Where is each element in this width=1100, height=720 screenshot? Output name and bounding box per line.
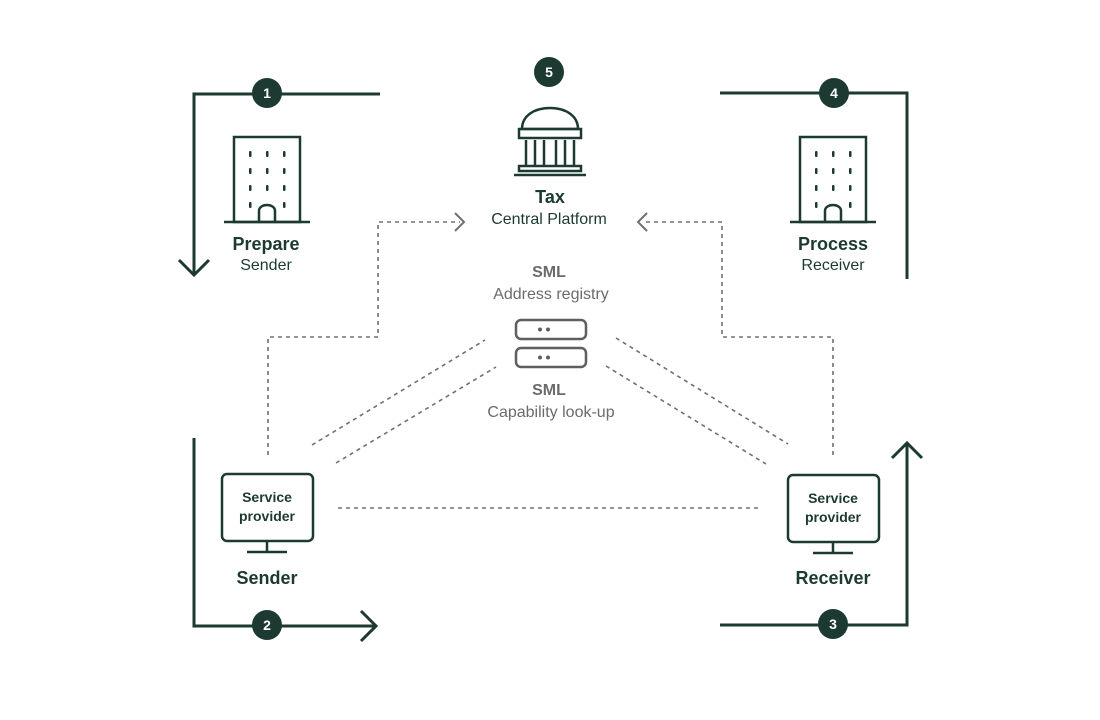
step-1-flow-arrow — [177, 92, 380, 278]
tax-title: Tax — [535, 187, 565, 207]
prepare-subtitle: Sender — [240, 257, 292, 274]
monitor-icon — [220, 472, 315, 554]
prepare-title: Prepare — [232, 234, 300, 254]
office-building-icon — [790, 135, 876, 224]
step-3-flow-arrow — [720, 440, 924, 627]
dashed-arrowhead-left — [454, 212, 466, 232]
government-building-icon — [514, 106, 586, 177]
office-building-icon — [224, 135, 310, 224]
step-badge-1: 1 — [252, 78, 282, 108]
server-icon — [514, 318, 588, 369]
step-badge-2-number: 2 — [263, 617, 271, 633]
receiver-label: Receiver — [795, 568, 871, 588]
step-badge-3-number: 3 — [829, 616, 837, 632]
sender-label: Sender — [236, 568, 298, 588]
sender-to-sml-lower-dashed-line — [335, 366, 497, 464]
sender-screen-line-1: Service — [242, 489, 292, 505]
receiver-to-tax-dashed-line — [642, 221, 834, 455]
step-badge-4: 4 — [819, 78, 849, 108]
process-subtitle: Receiver — [801, 257, 865, 274]
step-badge-3: 3 — [818, 609, 848, 639]
step-badge-5-number: 5 — [545, 64, 553, 80]
step-2-flow-arrow — [192, 438, 379, 643]
sml-capability-title: SML — [532, 382, 566, 399]
sender-to-tax-dashed-line — [267, 221, 460, 455]
step-badge-2: 2 — [252, 610, 282, 640]
process-title: Process — [797, 234, 869, 254]
receiver-screen-line-1: Service — [808, 490, 858, 506]
step-badge-5: 5 — [534, 57, 564, 87]
sender-screen-line-2: provider — [238, 507, 296, 524]
receiver-screen-label: Service provider — [805, 489, 861, 527]
sml-address-subtitle: Address registry — [493, 286, 609, 303]
monitor-icon — [786, 473, 881, 555]
sender-screen-label: Service provider — [239, 488, 295, 526]
sml-to-receiver-upper-dashed-line — [615, 337, 789, 445]
sml-capability-subtitle: Capability look-up — [487, 404, 615, 421]
sender-to-sml-upper-dashed-line — [311, 339, 486, 446]
receiver-screen-line-2: provider — [804, 508, 862, 525]
step-badge-4-number: 4 — [830, 85, 838, 101]
step-4-flow-line — [720, 91, 909, 279]
tax-subtitle: Central Platform — [491, 211, 607, 228]
dashed-arrowhead-right — [636, 212, 648, 232]
step-badge-1-number: 1 — [263, 85, 271, 101]
sml-address-title: SML — [532, 264, 566, 281]
